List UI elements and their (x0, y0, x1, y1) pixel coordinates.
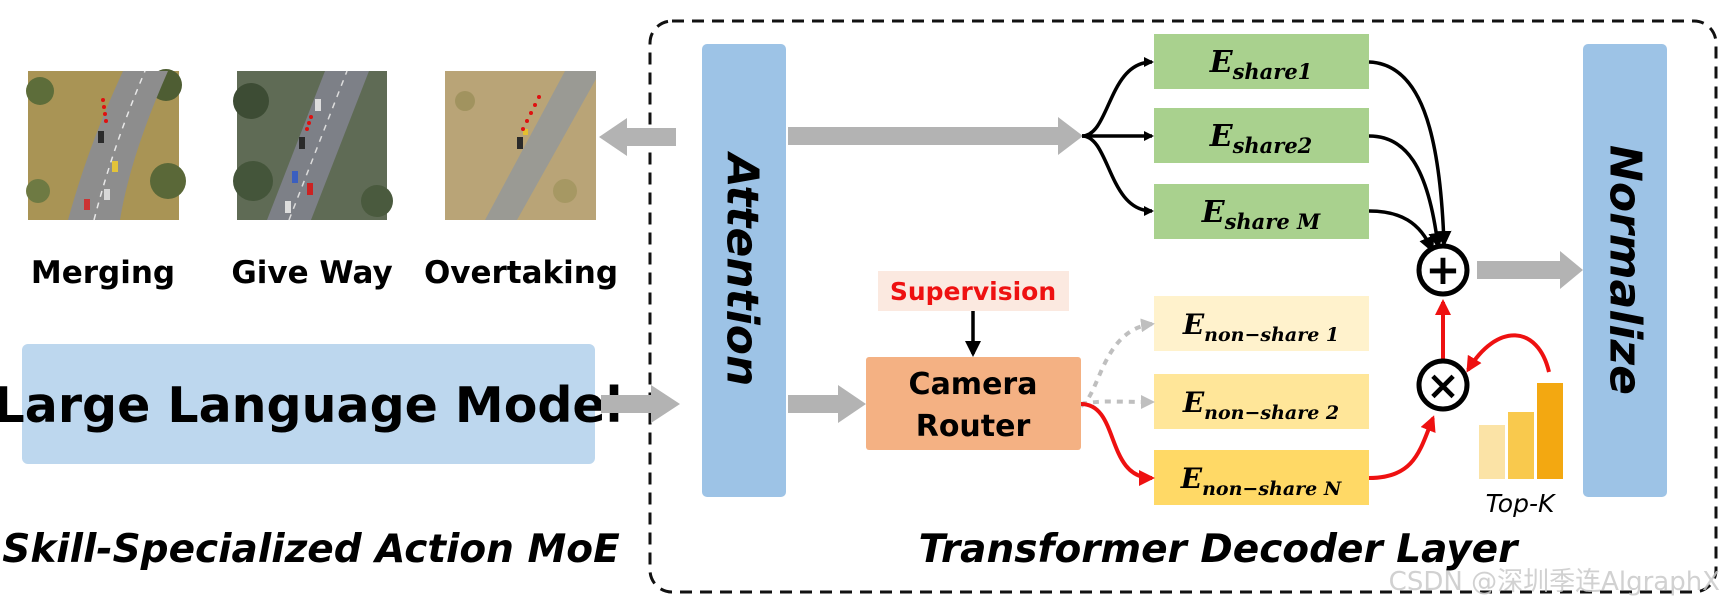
thumbnail-label-merging: Merging (31, 255, 175, 291)
llm-box (22, 344, 595, 464)
supervision-box (878, 271, 1069, 311)
normalize-label: Normalize (1600, 145, 1651, 395)
thumbnail-label-overtaking: Overtaking (424, 255, 618, 291)
topk-bar-3 (1537, 383, 1563, 479)
multiply-node: × (1416, 358, 1470, 412)
topk-bar-1 (1479, 425, 1505, 479)
shared-expert-m (1154, 184, 1369, 239)
arrow-llm-to-attention (601, 385, 680, 423)
shared-expert-m-label: Eshare M (1201, 195, 1321, 234)
decoder-layer-frame (648, 19, 1718, 594)
router-to-nonshared-2 (1080, 394, 1155, 409)
topk-label: Top-K (1486, 489, 1557, 518)
arrow-attention-to-experts (788, 117, 1083, 155)
arrow-attention-to-router (788, 385, 866, 423)
bottom-left-title: Skill-Specialized Action MoE (2, 527, 620, 572)
shared-expert-2-label: Eshare2 (1209, 119, 1313, 158)
sum-node: + (1416, 243, 1470, 297)
nonshared-n-to-multiply (1368, 415, 1436, 480)
attention-bar (702, 44, 786, 497)
arrow-sum-to-normalize (1477, 251, 1583, 289)
llm-label: Large Language Model (0, 377, 622, 434)
router-label-line2: Router (916, 409, 1031, 444)
router-to-nonshared-1 (1079, 318, 1155, 408)
thumbnail-label-give-way: Give Way (231, 255, 392, 291)
nonshared-expert-n-label: Enon−share N (1180, 462, 1342, 500)
sum-symbol: + (1425, 245, 1460, 294)
router-to-nonshared-n (1080, 402, 1155, 486)
thumbnail-overtaking (445, 71, 596, 220)
fanout-to-shared-m (1081, 134, 1154, 216)
thumbnail-merging (26, 69, 186, 221)
arrow-attention-to-scenarios (599, 118, 676, 156)
nonshared-expert-1 (1154, 296, 1369, 351)
nonshared-expert-2-label: Enon−share 2 (1182, 386, 1339, 424)
fanout-to-shared-1 (1081, 57, 1154, 138)
shared-expert-2 (1154, 108, 1369, 163)
topk-bar-2 (1508, 412, 1534, 479)
nonshared-expert-2 (1154, 374, 1369, 429)
thumbnail-give-way (233, 70, 393, 221)
router-label-line1: Camera (909, 367, 1038, 402)
nonshared-expert-n (1154, 450, 1369, 505)
camera-router-box (866, 357, 1081, 450)
shared-m-to-sum (1368, 209, 1435, 253)
normalize-bar (1583, 44, 1667, 497)
nonshared-expert-1-label: Enon−share 1 (1182, 308, 1339, 346)
shared-expert-1-label: Eshare1 (1209, 45, 1313, 84)
attention-label: Attention (717, 151, 768, 387)
shared-2-to-sum (1368, 134, 1445, 249)
bottom-right-title: Transformer Decoder Layer (919, 527, 1520, 572)
watermark: CSDN @深圳季连AlgraphX (1389, 567, 1720, 597)
shared-expert-1 (1154, 34, 1369, 89)
shared-1-to-sum (1368, 60, 1452, 247)
topk-to-multiply (1466, 333, 1551, 373)
supervision-label: Supervision (890, 277, 1056, 306)
multiply-symbol: × (1426, 363, 1460, 409)
